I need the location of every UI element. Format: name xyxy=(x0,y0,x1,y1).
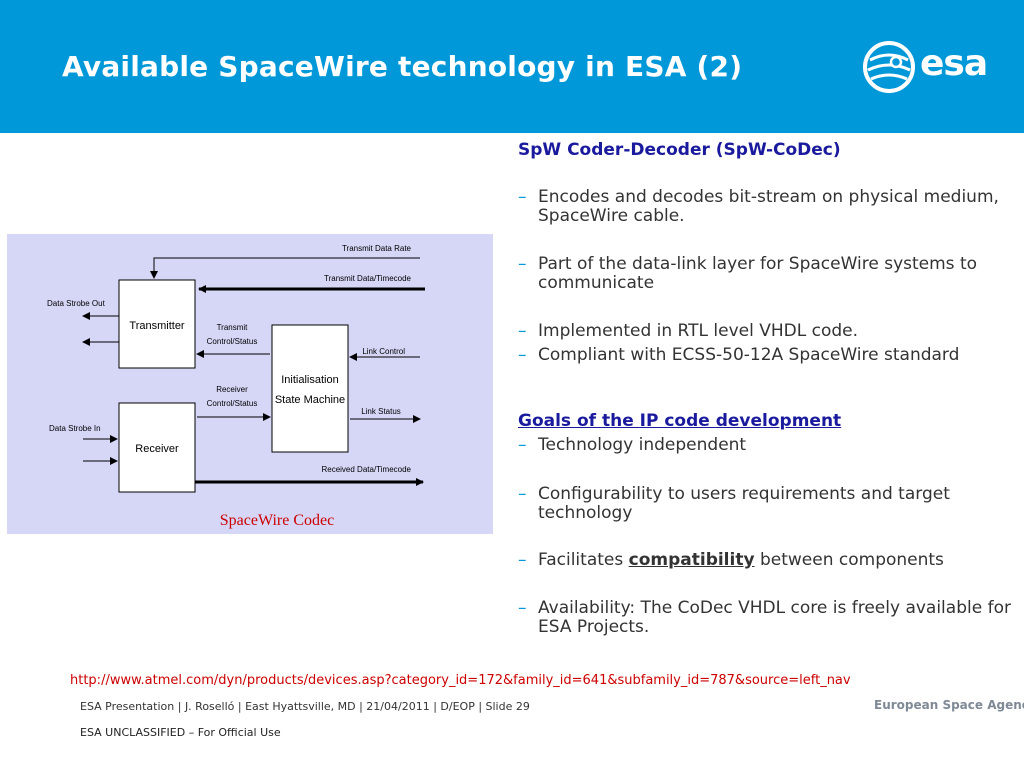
compatibility-link[interactable]: compatibility xyxy=(628,550,755,570)
slide-title: Available SpaceWire technology in ESA (2… xyxy=(62,50,743,83)
bullet-text: Technology independent xyxy=(538,435,747,455)
compat-pre: Facilitates xyxy=(538,550,629,570)
bullet-dash: – xyxy=(518,345,527,365)
section-heading-codec: SpW Coder-Decoder (SpW-CoDec) xyxy=(518,140,841,160)
section-heading-goals-link[interactable]: Goals of the IP code development xyxy=(518,411,842,431)
list-item: – Facilitates compatibility between comp… xyxy=(518,551,1018,570)
bullet-text: Encodes and decodes bit-stream on physic… xyxy=(538,187,999,226)
init-label-2: State Machine xyxy=(275,394,345,406)
bullet-dash: – xyxy=(518,435,527,455)
received-data-timecode-label: Received Data/Timecode xyxy=(321,465,411,474)
transmit-control-label-2: Control/Status xyxy=(207,337,258,346)
data-strobe-out-label: Data Strobe Out xyxy=(47,299,106,308)
diagram-caption: SpaceWire Codec xyxy=(220,512,334,529)
link-control-label: Link Control xyxy=(362,347,405,356)
esa-globe-icon xyxy=(863,41,915,93)
receiver-control-label-2: Control/Status xyxy=(207,399,258,408)
bullet-text: Compliant with ECSS-50-12A SpaceWire sta… xyxy=(538,345,960,365)
init-state-machine-block xyxy=(271,324,349,453)
transmit-control-label-1: Transmit xyxy=(217,323,249,332)
footer-agency-name: European Space Agency xyxy=(874,698,1024,712)
init-label-1: Initialisation xyxy=(281,374,338,386)
list-item: – Availability: The CoDec VHDL core is f… xyxy=(518,599,1018,637)
data-strobe-in-label: Data Strobe In xyxy=(49,424,101,433)
codec-block-diagram: Transmitter Receiver Initialisation Stat… xyxy=(47,244,425,529)
bullet-text: Implemented in RTL level VHDL code. xyxy=(538,321,859,341)
bullet-dash: – xyxy=(518,598,527,618)
list-item: – Encodes and decodes bit-stream on phys… xyxy=(518,188,1018,226)
bullet-dash: – xyxy=(518,484,527,504)
bullet-text: Part of the data-link layer for SpaceWir… xyxy=(538,254,978,293)
source-url-link[interactable]: http://www.atmel.com/dyn/products/device… xyxy=(70,673,851,688)
receiver-control-label-1: Receiver xyxy=(216,385,248,394)
compat-post: between components xyxy=(754,550,944,570)
receiver-label: Receiver xyxy=(135,443,179,455)
bullet-dash: – xyxy=(518,321,527,341)
transmit-data-rate-line xyxy=(150,257,420,279)
footer-classification: ESA UNCLASSIFIED – For Official Use xyxy=(80,726,281,739)
esa-logo: esa xyxy=(862,40,1002,94)
list-item: – Compliant with ECSS-50-12A SpaceWire s… xyxy=(518,346,1018,365)
bullet-dash: – xyxy=(518,550,527,570)
transmitter-block xyxy=(118,279,196,369)
esa-logo-text: esa xyxy=(920,43,988,84)
list-item: – Technology independent xyxy=(518,436,1018,455)
list-item: – Part of the data-link layer for SpaceW… xyxy=(518,255,1018,293)
list-item: – Implemented in RTL level VHDL code. xyxy=(518,322,1018,341)
link-status-label: Link Status xyxy=(361,407,401,416)
transmit-data-timecode-label: Transmit Data/Timecode xyxy=(324,274,412,283)
bullet-text: Configurability to users requirements an… xyxy=(538,484,950,523)
spacewire-codec-diagram: Transmitter Receiver Initialisation Stat… xyxy=(7,234,493,534)
slide-header: Available SpaceWire technology in ESA (2… xyxy=(0,0,1024,133)
transmitter-label: Transmitter xyxy=(129,320,185,332)
footer-presentation-info: ESA Presentation | J. Roselló | East Hya… xyxy=(80,700,530,713)
bullet-text: Availability: The CoDec VHDL core is fre… xyxy=(538,598,1011,637)
bullet-text: Facilitates compatibility between compon… xyxy=(518,551,1018,570)
bullet-dash: – xyxy=(518,254,527,274)
list-item: – Configurability to users requirements … xyxy=(518,485,1018,523)
bullet-dash: – xyxy=(518,187,527,207)
receiver-block xyxy=(118,402,196,493)
transmit-data-rate-label: Transmit Data Rate xyxy=(342,244,412,253)
